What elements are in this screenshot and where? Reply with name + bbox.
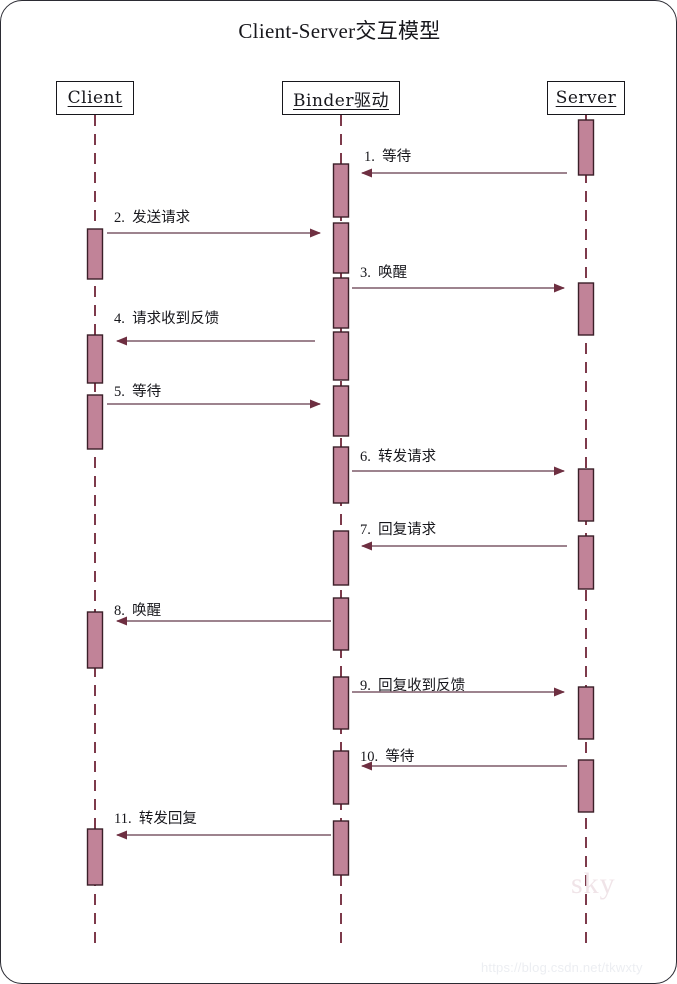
message-text: 回复收到反馈 bbox=[378, 678, 466, 694]
activation-bar bbox=[86, 394, 104, 450]
diagram-title: Client-Server交互模型 bbox=[238, 19, 441, 43]
message-label-5: 5. 等待 bbox=[114, 380, 161, 401]
message-number: 10. bbox=[360, 749, 379, 765]
message-text: 唤醒 bbox=[132, 603, 162, 619]
message-number: 4. bbox=[114, 311, 125, 327]
activation-bar bbox=[332, 163, 350, 218]
activation-bar bbox=[332, 597, 350, 651]
participant-box-server[interactable]: Server bbox=[547, 81, 625, 115]
message-text: 转发回复 bbox=[138, 811, 197, 827]
activation-bar bbox=[332, 385, 350, 437]
activation-bar bbox=[86, 334, 104, 384]
participant-label-binder: Binder驱动 bbox=[293, 90, 389, 111]
participant-box-binder[interactable]: Binder驱动 bbox=[282, 81, 400, 115]
message-label-7: 7. 回复请求 bbox=[360, 518, 436, 539]
activation-bar bbox=[332, 820, 350, 876]
activation-bar bbox=[332, 530, 350, 586]
message-label-10: 10. 等待 bbox=[360, 745, 414, 766]
message-text: 等待 bbox=[382, 149, 412, 165]
activation-bar bbox=[332, 750, 350, 805]
message-text: 唤醒 bbox=[378, 265, 408, 281]
message-label-9: 9. 回复收到反馈 bbox=[360, 674, 465, 695]
activation-bar bbox=[577, 686, 595, 740]
message-label-1: 1. 等待 bbox=[364, 145, 411, 166]
activation-bar bbox=[86, 611, 104, 669]
message-text: 等待 bbox=[132, 384, 162, 400]
activation-bar bbox=[577, 535, 595, 590]
message-number: 6. bbox=[360, 449, 371, 465]
participant-box-client[interactable]: Client bbox=[56, 81, 134, 115]
participant-label-server: Server bbox=[555, 88, 617, 108]
activation-bar bbox=[332, 222, 350, 274]
activation-bar bbox=[577, 282, 595, 336]
activation-bar bbox=[332, 676, 350, 730]
message-label-11: 11. 转发回复 bbox=[114, 807, 197, 828]
participant-label-client: Client bbox=[67, 88, 123, 108]
message-text: 转发请求 bbox=[378, 449, 437, 465]
message-label-2: 2. 发送请求 bbox=[114, 206, 190, 227]
activation-bar bbox=[577, 468, 595, 522]
activation-bar bbox=[332, 277, 350, 329]
message-number: 5. bbox=[114, 384, 125, 400]
message-number: 3. bbox=[360, 265, 371, 281]
message-text: 请求收到反馈 bbox=[132, 311, 220, 327]
message-number: 9. bbox=[360, 678, 371, 694]
message-label-3: 3. 唤醒 bbox=[360, 261, 407, 282]
message-text: 发送请求 bbox=[132, 210, 191, 226]
activation-bar bbox=[577, 759, 595, 813]
message-text: 回复请求 bbox=[378, 522, 437, 538]
activation-bar bbox=[332, 446, 350, 504]
activation-bar bbox=[86, 828, 104, 886]
message-label-4: 4. 请求收到反馈 bbox=[114, 307, 219, 328]
message-label-6: 6. 转发请求 bbox=[360, 445, 436, 466]
message-label-spacer bbox=[132, 811, 139, 827]
message-number: 2. bbox=[114, 210, 125, 226]
message-label-8: 8. 唤醒 bbox=[114, 599, 161, 620]
activation-bar bbox=[86, 228, 104, 280]
message-number: 7. bbox=[360, 522, 371, 538]
activation-bar bbox=[332, 331, 350, 381]
message-number: 8. bbox=[114, 603, 125, 619]
message-text: 等待 bbox=[385, 749, 415, 765]
message-number: 11. bbox=[114, 811, 132, 827]
activation-bar bbox=[577, 119, 595, 176]
message-number: 1. bbox=[364, 149, 375, 165]
